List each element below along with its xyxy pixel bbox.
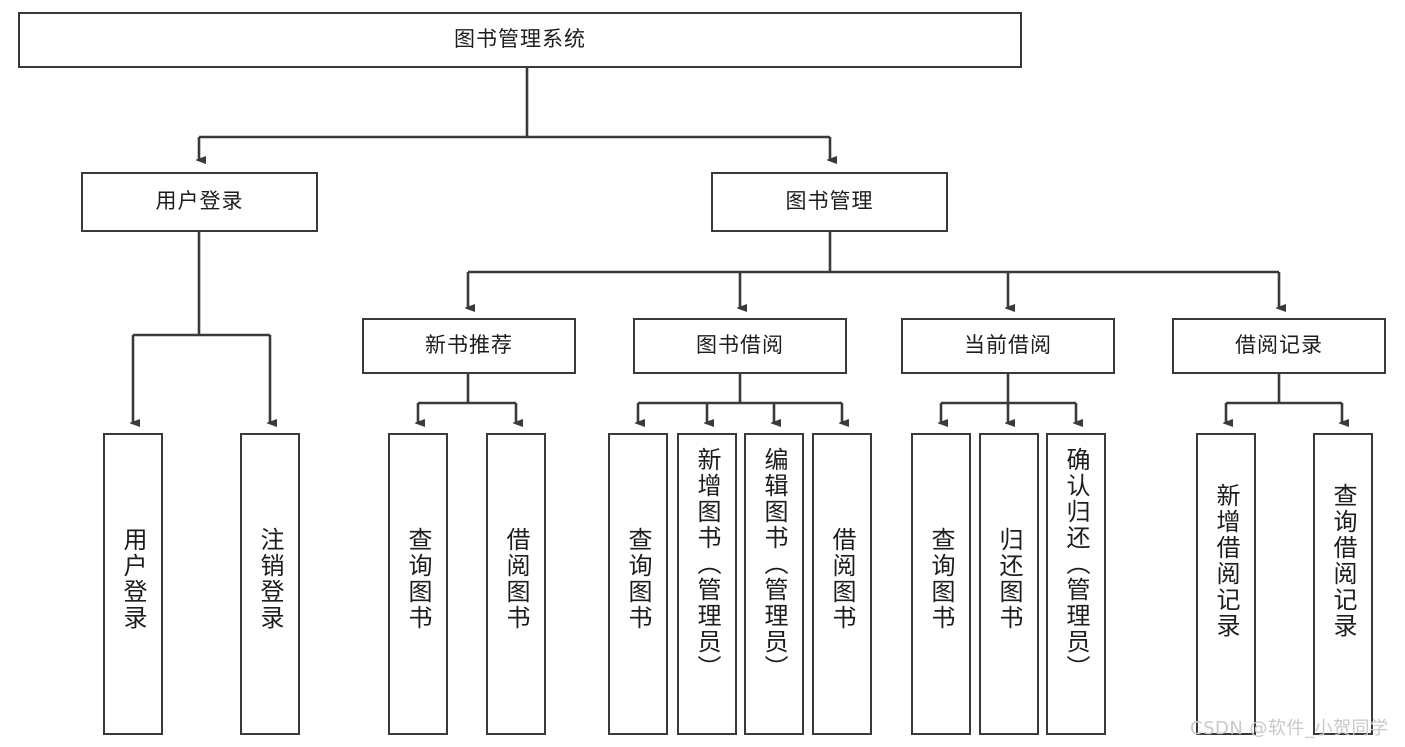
node-book-borrow[interactable]: 图书借阅: [633, 318, 847, 374]
leaf-user-login-logout[interactable]: 注销登录: [240, 433, 300, 735]
leaf-new-book-query[interactable]: 查询图书: [388, 433, 448, 735]
leaf-borrow-borrow-book[interactable]: 借阅图书: [812, 433, 872, 735]
leaf-records-add[interactable]: 新增借阅记录: [1196, 433, 1256, 735]
node-new-book-recommend-label: 新书推荐: [425, 333, 513, 358]
node-borrow-records-label: 借阅记录: [1235, 333, 1323, 358]
leaf-current-confirm-return-label: 确认归还（管理员）: [1062, 447, 1090, 681]
leaf-borrow-query-book[interactable]: 查询图书: [608, 433, 668, 735]
leaf-current-confirm-return[interactable]: 确认归还（管理员）: [1046, 433, 1106, 735]
node-root-label: 图书管理系统: [454, 27, 586, 52]
node-new-book-recommend[interactable]: 新书推荐: [362, 318, 576, 374]
node-user-login-label: 用户登录: [155, 189, 244, 214]
leaf-borrow-borrow-book-label: 借阅图书: [828, 527, 856, 631]
leaf-new-book-query-label: 查询图书: [404, 527, 432, 631]
leaf-current-query-book-label: 查询图书: [927, 527, 955, 631]
leaf-current-return-book[interactable]: 归还图书: [979, 433, 1039, 735]
leaf-records-query-label: 查询借阅记录: [1329, 483, 1357, 639]
leaf-user-login-logout-label: 注销登录: [256, 527, 284, 631]
leaf-user-login-login[interactable]: 用户登录: [103, 433, 163, 735]
node-book-management[interactable]: 图书管理: [711, 172, 948, 232]
node-root[interactable]: 图书管理系统: [18, 12, 1022, 68]
leaf-borrow-edit-book[interactable]: 编辑图书（管理员）: [744, 433, 804, 735]
leaf-current-return-book-label: 归还图书: [995, 527, 1023, 631]
node-user-login[interactable]: 用户登录: [81, 172, 318, 232]
leaf-records-query[interactable]: 查询借阅记录: [1313, 433, 1373, 735]
node-current-borrow-label: 当前借阅: [964, 333, 1052, 358]
leaf-user-login-login-label: 用户登录: [119, 527, 147, 631]
leaf-borrow-edit-book-label: 编辑图书（管理员）: [760, 447, 788, 681]
node-current-borrow[interactable]: 当前借阅: [901, 318, 1115, 374]
leaf-current-query-book[interactable]: 查询图书: [911, 433, 971, 735]
node-book-borrow-label: 图书借阅: [696, 333, 784, 358]
leaf-records-add-label: 新增借阅记录: [1212, 483, 1240, 639]
leaf-borrow-query-book-label: 查询图书: [624, 527, 652, 631]
node-borrow-records[interactable]: 借阅记录: [1172, 318, 1386, 374]
leaf-borrow-add-book-label: 新增图书（管理员）: [693, 447, 721, 681]
leaf-borrow-add-book[interactable]: 新增图书（管理员）: [677, 433, 737, 735]
leaf-new-book-borrow[interactable]: 借阅图书: [486, 433, 546, 735]
csdn-watermark: CSDN @软件_小贺同学: [1190, 718, 1389, 739]
node-book-management-label: 图书管理: [785, 189, 874, 214]
leaf-new-book-borrow-label: 借阅图书: [502, 527, 530, 631]
